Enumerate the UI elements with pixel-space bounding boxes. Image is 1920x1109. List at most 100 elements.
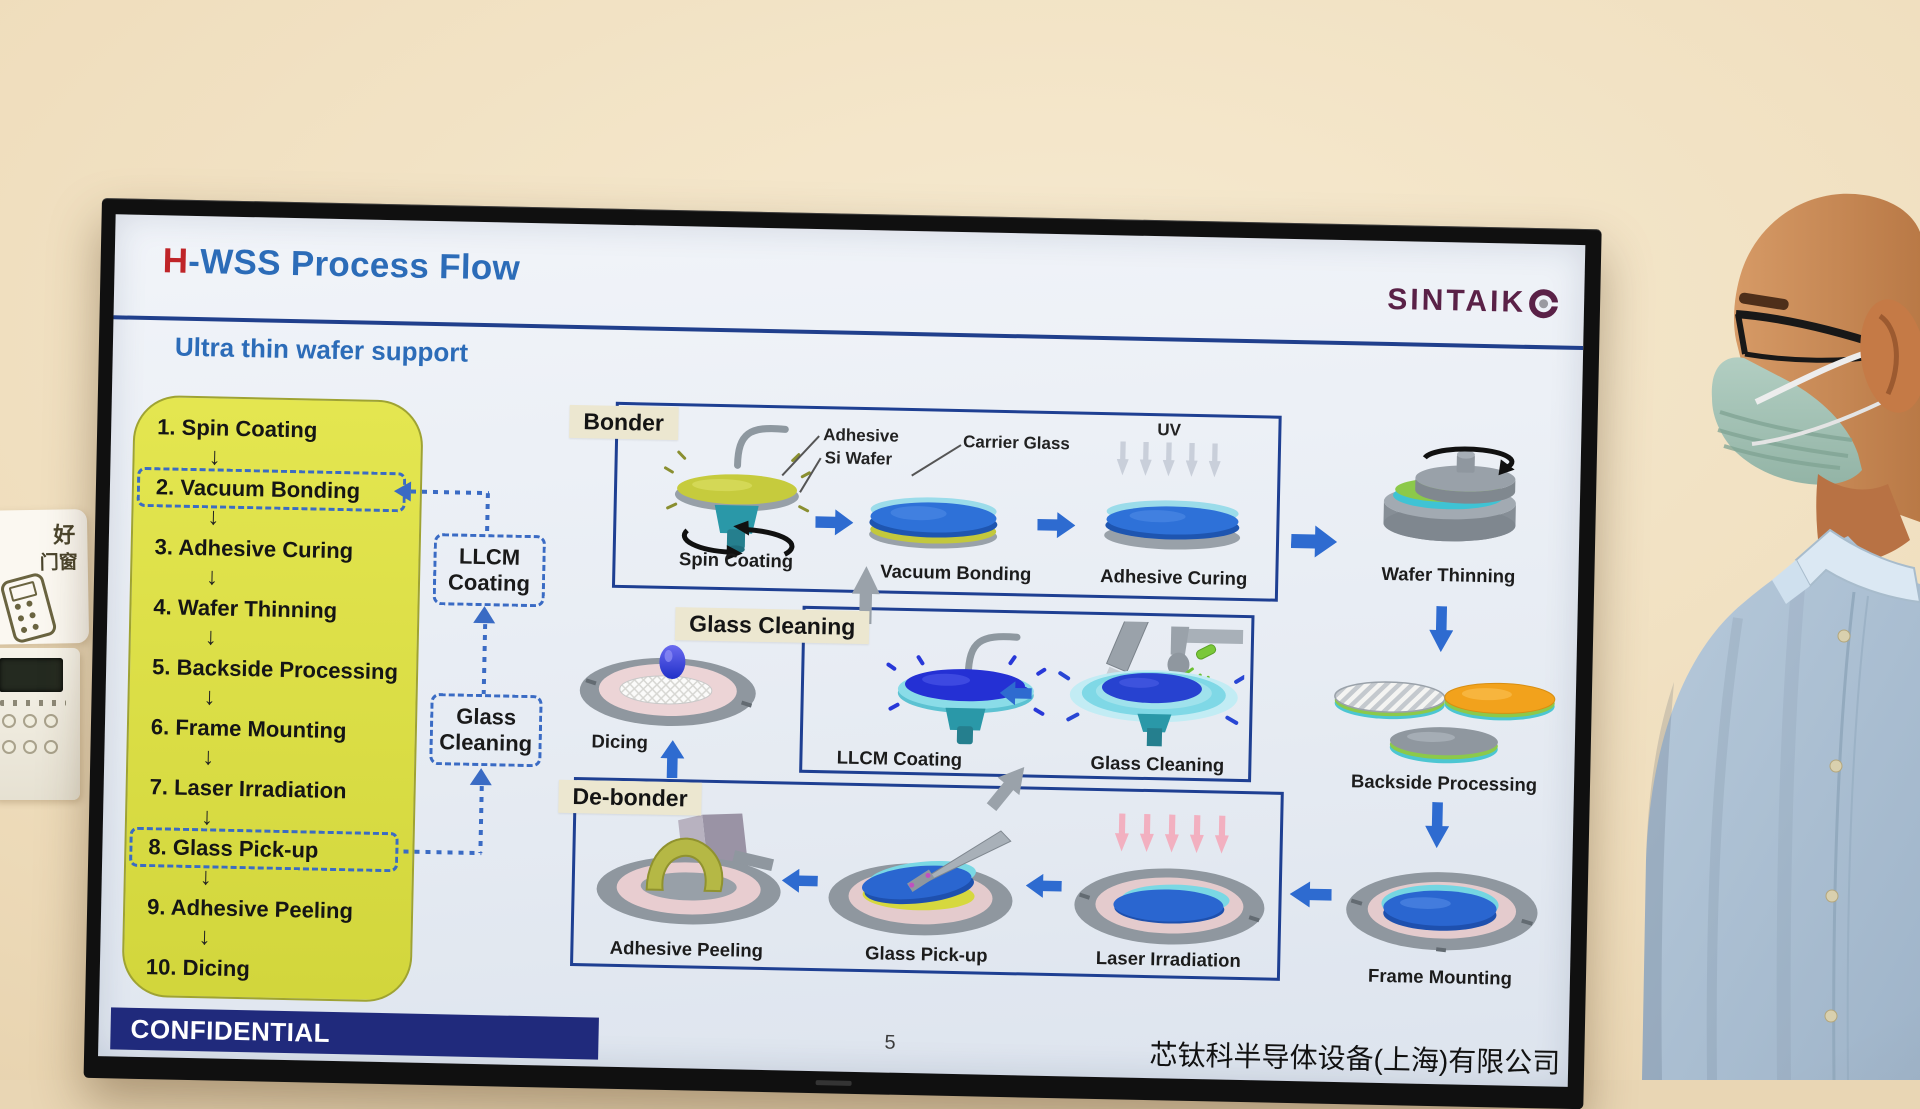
laser-arrow-icon — [1215, 815, 1230, 853]
dicing-illustration — [575, 638, 762, 737]
slide-title: H-WSS Process Flow — [162, 241, 520, 288]
process-step: 10. Dicing — [124, 950, 411, 990]
debonder-section-label: De-bonder — [558, 780, 702, 816]
thermostat-button — [23, 714, 37, 728]
adhesive-curing-illustration — [1097, 487, 1248, 552]
down-arrow-icon: ↓ — [133, 504, 294, 533]
thermostat-button — [44, 740, 58, 754]
tv-display: H-WSS Process Flow SINTAIK Ultra thin wa… — [84, 198, 1602, 1109]
laser-arrow-icon — [1190, 815, 1205, 853]
loop-box-label: Coating — [448, 569, 530, 597]
loop-arrowhead-into-glass-cleaning — [470, 768, 492, 785]
glass-cleaning-section-label: Glass Cleaning — [675, 607, 870, 644]
laser-irradiation-illustration — [1069, 860, 1271, 949]
sintaiko-logo-text: SINTAIK — [1387, 283, 1526, 320]
uv-arrow-icon — [1162, 442, 1175, 476]
caption-vacuum-bonding: Vacuum Bonding — [868, 560, 1043, 586]
annotation-carrier-glass: Carrier Glass — [963, 432, 1070, 454]
slide-subtitle: Ultra thin wafer support — [175, 332, 469, 369]
wall-sign-text-1: 好 — [53, 517, 76, 549]
sintaiko-logo: SINTAIK — [1387, 283, 1558, 321]
shirt-button — [1838, 630, 1850, 642]
caption-adhesive-peeling: Adhesive Peeling — [586, 936, 786, 962]
wall-thermostat — [0, 648, 80, 800]
loop-box-glass-cleaning: Glass Cleaning — [429, 693, 542, 767]
sintaiko-logo-wafer-icon — [1529, 288, 1559, 318]
flow-arrow-right — [1291, 525, 1338, 558]
annotation-uv: UV — [1157, 420, 1181, 440]
thermostat-indicator-row — [0, 700, 66, 706]
loop-box-llcm-coating: LLCM Coating — [433, 533, 546, 607]
down-arrow-icon: ↓ — [128, 744, 289, 773]
presentation-slide: H-WSS Process Flow SINTAIK Ultra thin wa… — [98, 214, 1585, 1087]
wall-sign-text-2: 门窗 — [39, 547, 77, 575]
wafer-thinning-illustration — [1371, 441, 1538, 552]
shirt-button — [1826, 890, 1838, 902]
flow-arrow-left — [1289, 881, 1332, 908]
uv-arrows — [1116, 441, 1221, 477]
annotation-adhesive: Adhesive — [823, 425, 899, 447]
tv-brand-logo — [816, 1080, 852, 1086]
adhesive-peeling-illustration — [588, 810, 790, 932]
person-head — [1712, 194, 1920, 563]
uv-arrow-icon — [1208, 443, 1221, 477]
caption-llcm-coating: LLCM Coating — [829, 746, 969, 771]
glass-cleaning-illustration — [1053, 620, 1246, 752]
caption-wafer-thinning: Wafer Thinning — [1338, 562, 1558, 589]
down-arrow-icon: ↓ — [129, 684, 290, 713]
caption-glass-cleaning: Glass Cleaning — [1087, 752, 1227, 777]
laser-arrows — [1115, 813, 1230, 853]
laser-arrow-icon — [1140, 814, 1155, 852]
presenter-person — [1618, 188, 1920, 1080]
process-step-list: 1. Spin Coating ↓ 2. Vacuum Bonding ↓ 3.… — [121, 395, 424, 1003]
loop-arrowhead-into-vacuum-bonding — [394, 481, 411, 501]
loop-box-label: LLCM — [459, 544, 521, 571]
remote-control-icon — [0, 571, 58, 644]
backside-processing-illustration — [1330, 658, 1562, 781]
caption-frame-mounting: Frame Mounting — [1330, 964, 1550, 991]
frame-mounting-illustration — [1338, 862, 1545, 961]
down-arrow-icon: ↓ — [124, 924, 285, 953]
loop-box-label: Cleaning — [439, 729, 532, 757]
annotation-si-wafer: Si Wafer — [825, 448, 893, 469]
glass-pickup-illustration — [823, 825, 1020, 941]
caption-dicing: Dicing — [560, 730, 680, 755]
vacuum-bonding-illustration — [863, 482, 1004, 555]
caption-backside-processing: Backside Processing — [1334, 770, 1554, 797]
down-arrow-icon: ↓ — [131, 624, 292, 653]
loop-dashed-line — [482, 624, 487, 694]
thermostat-button — [44, 714, 58, 728]
llcm-coating-illustration — [885, 623, 1053, 748]
caption-glass-pickup: Glass Pick-up — [826, 941, 1026, 967]
uv-arrow-icon — [1139, 442, 1152, 476]
shirt-button — [1825, 1010, 1837, 1022]
thermostat-button — [2, 740, 16, 754]
uv-arrow-icon — [1185, 443, 1198, 477]
laser-arrow-icon — [1115, 813, 1130, 851]
flow-arrow-down — [1429, 606, 1454, 652]
loop-box-label: Glass — [456, 704, 516, 731]
company-name: 芯钛科半导体设备(上海)有限公司 — [1149, 1033, 1560, 1082]
loop-dashed-line — [478, 786, 483, 853]
wall-sign: 好 门窗 — [0, 509, 89, 645]
uv-arrow-icon — [1116, 441, 1129, 475]
down-arrow-icon: ↓ — [126, 864, 287, 893]
thermostat-button — [2, 714, 16, 728]
shirt-button — [1830, 760, 1842, 772]
bonder-section-label: Bonder — [569, 405, 678, 440]
caption-spin-coating: Spin Coating — [648, 548, 823, 574]
loop-arrowhead-into-llcm — [473, 606, 495, 623]
slide-title-rest: -WSS Process Flow — [188, 242, 521, 288]
down-arrow-icon: ↓ — [132, 564, 293, 593]
caption-adhesive-curing: Adhesive Curing — [1086, 565, 1261, 591]
page-number: 5 — [884, 1032, 896, 1055]
thermostat-button — [23, 740, 37, 754]
thermostat-display — [0, 658, 63, 692]
slide-title-accent: H — [162, 241, 188, 281]
loop-dashed-line — [485, 493, 490, 536]
laser-arrow-icon — [1165, 814, 1180, 852]
flow-arrow-down — [1425, 802, 1450, 848]
confidential-banner: CONFIDENTIAL — [110, 1007, 599, 1059]
loop-dashed-line — [411, 490, 489, 496]
loop-dashed-line — [403, 849, 481, 855]
